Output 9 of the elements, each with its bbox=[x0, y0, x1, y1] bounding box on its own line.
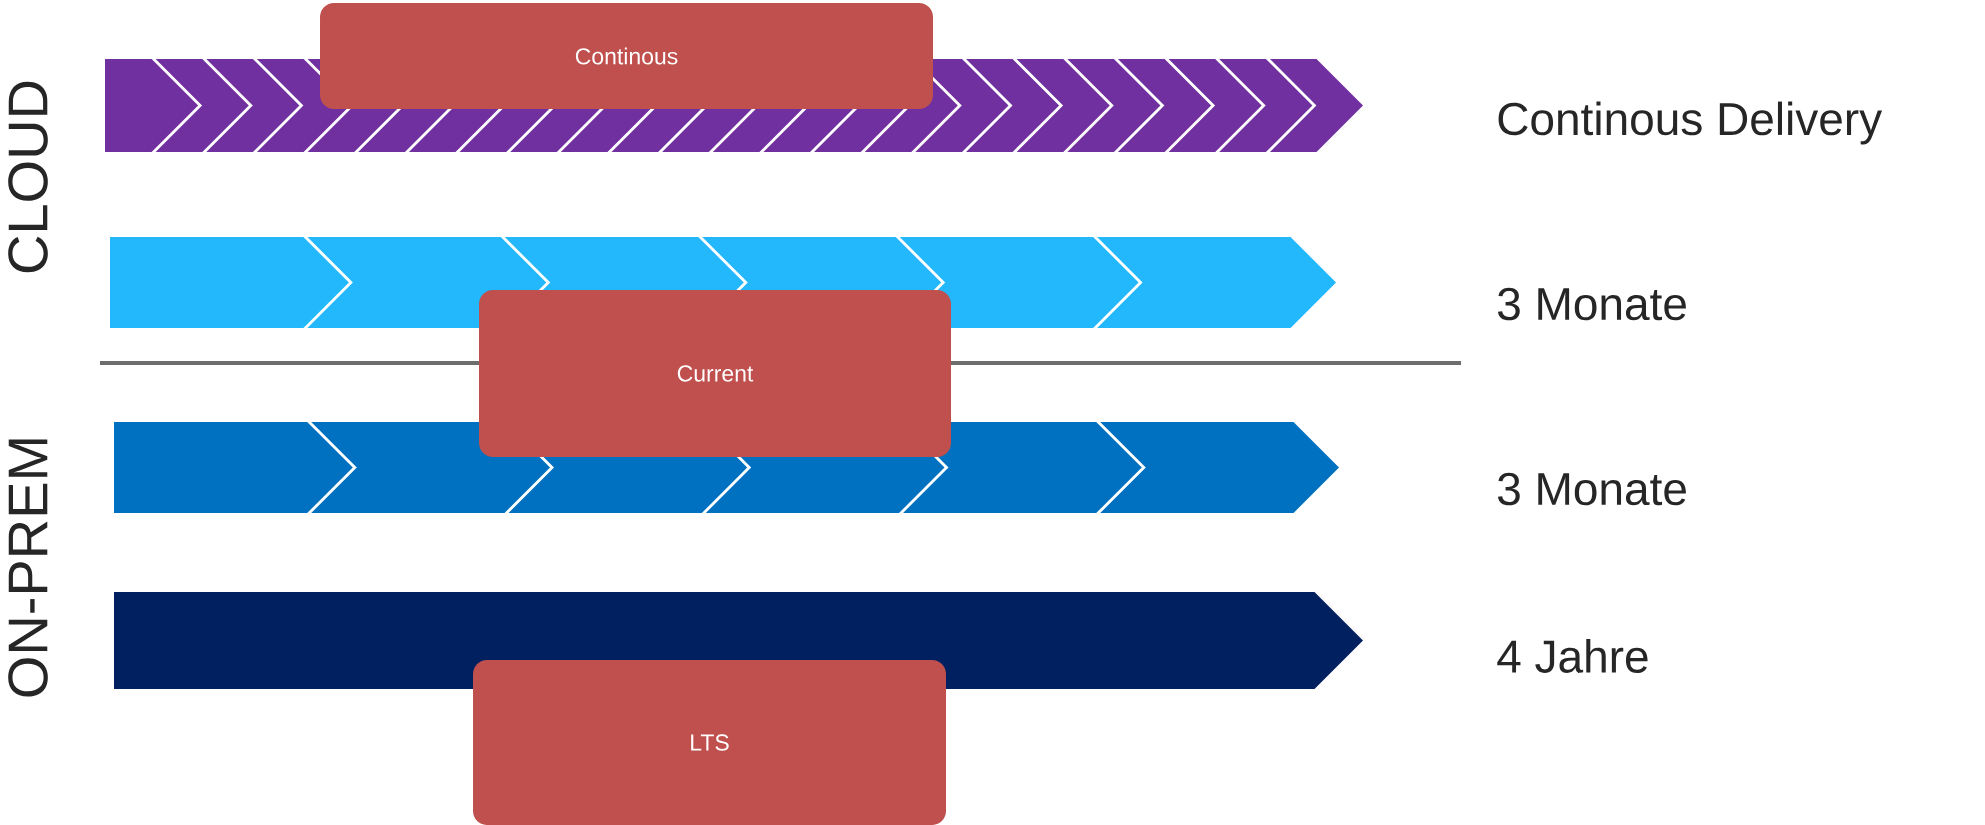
vertical-label: CLOUD bbox=[8, 81, 48, 273]
vertical-label: ON-PREM bbox=[8, 439, 48, 697]
duration-label: 4 Jahre bbox=[1497, 639, 1648, 673]
duration-label: 3 Monate bbox=[1498, 287, 1686, 321]
release-box: LTS bbox=[473, 660, 946, 825]
release-box: Current bbox=[479, 290, 951, 457]
duration-label: Continous Delivery bbox=[1498, 101, 1883, 145]
release-box: Continous bbox=[320, 3, 933, 109]
duration-label: 3 Monate bbox=[1498, 472, 1686, 506]
